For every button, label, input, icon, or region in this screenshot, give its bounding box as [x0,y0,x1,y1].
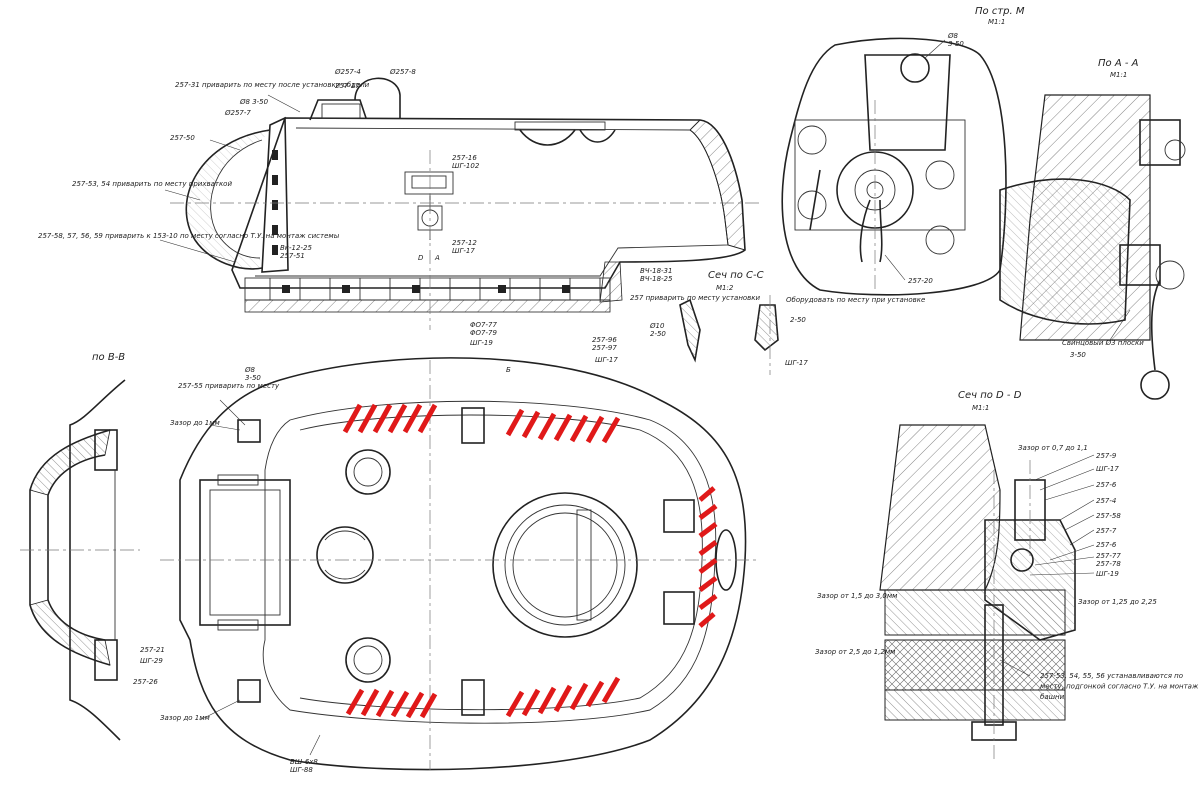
callout-257-17: 257-17 [335,82,360,90]
section-d-gap-top: Зазор от 0,7 до 1,1 [1018,444,1088,452]
callout-shg-17: ШГ-17 [595,356,618,364]
section-d-scale: М1:1 [972,404,989,412]
callout-257-7: Ø257-7 [224,109,251,117]
callout-257-31: 257-31 приварить по месту после установк… [175,81,370,89]
marker-d: D [418,254,424,262]
view-a-scale: М1:1 [1110,71,1127,79]
section-c-callout-1: 2-50 [790,316,806,324]
weld-highlight-bottom-right [505,676,621,718]
view-b-callout-2: 257-26 [133,678,158,686]
view-a-a: По А - А М1:1 Свинцовый Ø3 плоски 3-50 [999,58,1186,400]
marker-a: А [434,254,440,262]
section-d-part-1: ШГ-17 [1096,465,1119,473]
section-d-gap-right: Зазор от 1,25 до 2,25 [1078,598,1157,606]
callout-257-58: 257-58, 57, 56, 59 приварить к 153-10 по… [38,232,340,240]
section-d-part-8: ШГ-19 [1096,570,1119,578]
view-b-callout-1: ШГ-29 [140,657,163,665]
section-d-gap-left: Зазор от 1,5 до 3,0мм [817,592,898,600]
callout-257-50: 257-50 [170,134,195,142]
weld-highlight-top-right [505,408,621,444]
view-b-callout-0: 257-21 [140,646,165,654]
section-d-part-3: 257-4 [1096,497,1116,505]
callout-shg-19: ШГ-19 [470,339,493,347]
weld-highlight-right [698,486,718,628]
section-c-callout-2: ШГ-17 [785,359,808,367]
turret-side-view: 257-31 приварить по месту после установк… [38,68,925,364]
callout-equip: Оборудовать по месту при установке [786,296,925,304]
section-d-part-4: 257-58 [1096,512,1121,520]
callout-phi8: Ø8 3-50 [239,98,269,106]
view-a-callout-cable: Свинцовый Ø3 плоски [1062,339,1144,347]
section-c-scale: М1:2 [716,284,734,292]
view-m-scale: М1:1 [988,18,1005,26]
view-m-callout-cable: 257-20 [908,277,933,285]
callout-257-53: 257-53, 54 приварить по месту прихваткой [72,180,232,188]
plan-marker-b: Б [506,366,511,374]
section-d-gap-mid: Зазор от 2,5 до 1,2мм [815,648,896,656]
section-d-title: Сеч по D - D [958,390,1022,401]
section-d-part-6: 257-6 [1096,541,1117,549]
section-d-part-2: 257-6 [1096,481,1117,489]
view-b-title: по В-В [92,352,125,363]
section-d-part-0: 257-9 [1096,452,1117,460]
callout-257-8: Ø257-8 [389,68,416,76]
plan-callout-gap-bottom: Зазор до 1мм [160,714,211,722]
view-a-callout-scale: 3-50 [1070,351,1086,359]
callout-257-weld: 257 приварить по месту установки [630,294,761,302]
weld-highlight-bottom-left [345,688,438,719]
callout-257-4: Ø257-4 [334,68,361,76]
view-a-title: По А - А [1098,58,1139,69]
section-d-part-5: 257-7 [1096,527,1117,535]
section-d-d: Сеч по D - D М1:1 Зазор от 0,7 до 1,1 За… [815,390,1199,760]
weld-highlight-top-left [342,403,438,434]
view-b-b: по В-В 257-21 ШГ-29 257-26 [20,352,165,741]
plan-callout-257-55: 257-55 приварить по месту [178,382,280,390]
section-c-title: Сеч по С-С [708,270,764,281]
plan-callout-gap-top: Зазор до 1мм [170,419,221,427]
view-m-title: По стр. М [975,6,1025,17]
